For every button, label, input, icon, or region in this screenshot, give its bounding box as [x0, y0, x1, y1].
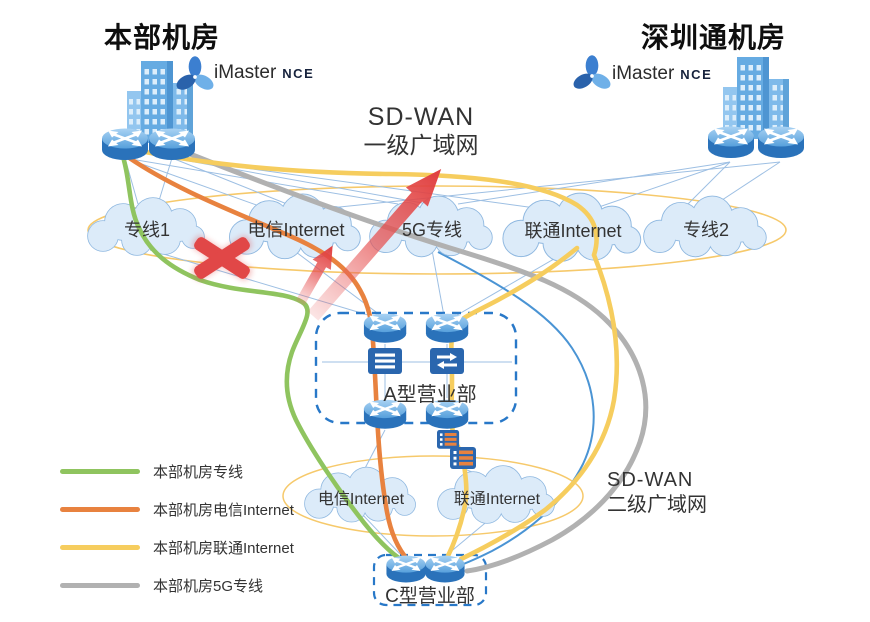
- tunnel-dedicated-green: [118, 147, 405, 563]
- imaster-logo-left: iMaster NCE: [214, 62, 314, 84]
- room-title-right: 深圳通机房: [641, 22, 787, 53]
- tunnel-unicom-yellow-branch: [444, 245, 580, 561]
- wan-primary-boundary-ellipse: [87, 185, 787, 275]
- router-shenzhen-2-icon: [756, 125, 806, 160]
- imaster-logo-icon-right: [570, 55, 614, 92]
- cloud-label-dedicated-1: 专线1: [123, 220, 171, 240]
- wan-primary-label: SD-WAN 一级广域网: [364, 102, 479, 160]
- legend-line-swatch: [60, 583, 140, 588]
- cloud-label-telecom-lower: 电信Internet: [317, 491, 405, 508]
- legend-label: 本部机房联通Internet: [153, 540, 294, 557]
- imaster-logo-icon-left: [173, 56, 217, 93]
- legend-label: 本部机房电信Internet: [153, 502, 294, 519]
- router-site-a-top-right-icon: [424, 312, 470, 344]
- red-arrow-small-icon: [295, 245, 333, 306]
- site-c-label: C型营业部: [385, 586, 475, 607]
- imaster-product-text: NCE: [282, 66, 315, 81]
- cloud-label-unicom: 联通Internet: [524, 221, 622, 241]
- wan-secondary-line1: SD-WAN: [607, 469, 694, 491]
- imaster-product-text: NCE: [680, 67, 713, 82]
- imaster-brand-text: iMaster: [612, 63, 675, 84]
- router-shenzhen-1-icon: [706, 125, 756, 160]
- cloud-label-unicom-lower: 联通Internet: [453, 491, 541, 508]
- cloud-label-telecom: 电信Internet: [247, 220, 345, 240]
- red-x-icon: [192, 235, 252, 281]
- switch-icon: [430, 348, 464, 374]
- underlay-5g-arc: [437, 251, 595, 569]
- legend-label: 本部机房5G专线: [153, 578, 264, 595]
- wan-primary-line2: 一级广域网: [363, 132, 479, 158]
- legend-item-unicom: 本部机房联通Internet: [60, 537, 294, 558]
- legend-label: 本部机房专线: [153, 464, 244, 481]
- firewall-icon-2: [450, 447, 476, 469]
- site-c-box: [372, 553, 488, 607]
- firewall-icon-1: [437, 430, 460, 449]
- router-hq-1-icon: [100, 127, 150, 162]
- site-a-label: A型营业部: [383, 384, 477, 406]
- cloud-label-dedicated-2: 专线2: [682, 220, 730, 240]
- legend-line-swatch: [60, 507, 140, 512]
- router-site-c-1-icon: [385, 554, 427, 584]
- legend-item-telecom: 本部机房电信Internet: [60, 499, 294, 520]
- legend-item-5g: 本部机房5G专线: [60, 575, 263, 596]
- legend-line-swatch: [60, 469, 140, 474]
- hub-icon: [368, 348, 402, 374]
- imaster-brand-text: iMaster: [214, 62, 277, 83]
- wan-secondary-label: SD-WAN 二级广域网: [607, 468, 707, 518]
- router-site-a-top-left-icon: [362, 312, 408, 344]
- legend-item-dedicated: 本部机房专线: [60, 461, 243, 482]
- wan-primary-line1: SD-WAN: [367, 103, 475, 131]
- wan-secondary-boundary-ellipse: [282, 455, 584, 537]
- tunnel-unicom-yellow-main: [123, 145, 620, 565]
- legend-line-swatch: [60, 545, 140, 550]
- red-arrow-large-icon: [307, 169, 442, 321]
- wan-secondary-line2: 二级广域网: [607, 494, 707, 516]
- cloud-label-5g: 5G专线: [401, 220, 463, 240]
- router-hq-2-icon: [147, 127, 197, 162]
- room-title-left: 本部机房: [104, 22, 221, 53]
- router-site-c-2-icon: [424, 554, 466, 584]
- imaster-logo-right: iMaster NCE: [612, 63, 712, 85]
